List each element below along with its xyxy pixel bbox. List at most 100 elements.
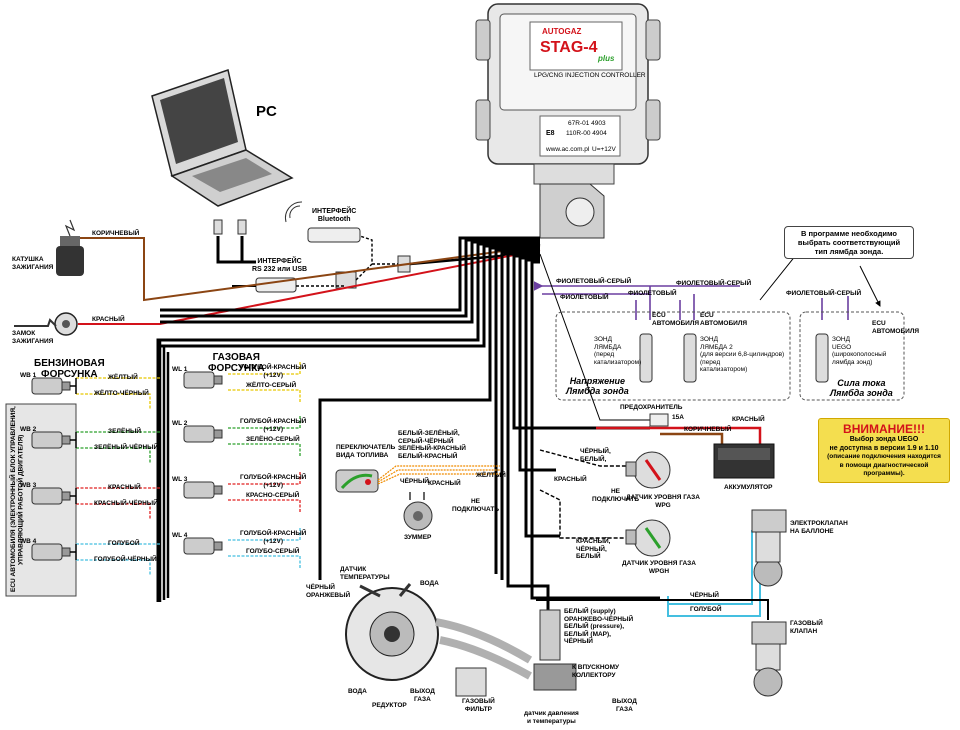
petrol-injector-4-wires (76, 543, 160, 576)
switch-nc-label: НЕ ПОДКЛЮЧАТЬ (452, 498, 499, 513)
lambda-ecu-label-2: ECU АВТОМОБИЛЯ (700, 312, 748, 327)
laptop-icon (151, 69, 294, 207)
controller-website: www.ac.com.pl (546, 146, 590, 153)
warning-line1: Выбор зонда UEGO (849, 436, 919, 443)
buzzer-label: ЗУММЕР (404, 534, 432, 541)
petrol-injector-1-wire2: ЖЁЛТО-ЧЁРНЫЙ (94, 390, 149, 397)
lambda-probe-uego-label: ЗОНД UEGO (широкополосный лямбда зонд) (832, 336, 887, 366)
level-sensor-wpgh-icon (625, 519, 671, 557)
petrol-injector-2-wire2: ЗЕЛЁНЫЙ-ЧЁРНЫЙ (94, 444, 159, 451)
valve-blue-label: ГОЛУБОЙ (690, 606, 722, 613)
petrol-injector-title: БЕНЗИНОВАЯ ФОРСУНКА (34, 358, 105, 380)
gas-injector-3-wire2: КРАСНО-СЕРЫЙ (246, 492, 300, 499)
car-ecu-label: ECU АВТОМОБИЛЯ (ЭЛЕКТРОННЫЙ БЛОК УПРАВЛЕ… (10, 406, 25, 592)
ignition-lock-icon (14, 312, 78, 336)
gas-injector-1-id: WL 1 (172, 366, 188, 373)
level-sensor-2-label: ДАТЧИК УРОВНЯ ГАЗА WPGH (622, 560, 696, 575)
level-nc-label: НЕ ПОДКЛЮЧАТЬ (592, 488, 639, 503)
water-bottom-label: ВОДА (348, 688, 367, 695)
fuse-icon (649, 413, 669, 427)
controller-cert1: 67R-01 4903 (568, 120, 606, 127)
level-wires-2-label: КРАСНЫЙ, ЧЁРНЫЙ, БЕЛЫЙ (576, 538, 611, 560)
petrol-injector-1-icon (31, 377, 71, 395)
petrol-injector-3-wire2: КРАСНЫЙ-ЧЁРНЫЙ (94, 500, 158, 507)
battery-icon (713, 443, 775, 479)
petrol-injector-1-id: WB 1 (20, 372, 37, 379)
gas-injector-3-icon (183, 481, 223, 499)
lambda-probe-2-label: ЗОНД ЛЯМБДА 2 (для версии 6,8-цилиндров)… (700, 336, 785, 373)
lambda-vg-label-2: ФИОЛЕТОВЫЙ-СЕРЫЙ (676, 280, 752, 287)
water-top-label: ВОДА (420, 580, 439, 587)
gas-valve-label: ГАЗОВЫЙ КЛАПАН (790, 620, 823, 635)
lambda-probe-2-icon (683, 333, 697, 383)
lambda-v-label-2: ФИОЛЕТОВЫЙ (628, 290, 677, 297)
gas-out-label-2: ВЫХОД ГАЗА (612, 698, 637, 713)
ignition-coil-icon (56, 219, 84, 276)
petrol-injector-4-id: WB 4 (20, 538, 37, 545)
warning-line3: (описание подключения находится в помощи… (827, 453, 941, 477)
lambda-type-note: В программе необходимо выбрать соответст… (784, 226, 914, 259)
temp-wires-label: ЧЁРНЫЙ ОРАНЖЕВЫЙ (306, 584, 351, 599)
gas-injector-3-wire1: ГОЛУБОЙ-КРАСНЫЙ (+12V) (240, 474, 307, 489)
gas-injector-1-wires (228, 362, 301, 402)
controller-model: STAG-4 (540, 39, 598, 56)
gas-injector-4-wire1: ГОЛУБОЙ-КРАСНЫЙ (+12V) (240, 530, 307, 545)
petrol-injector-1-wire1: ЖЁЛТЫЙ (108, 374, 138, 381)
petrol-injector-1-wires (76, 377, 160, 410)
lambda-v-label-1: ФИОЛЕТОВЫЙ (560, 294, 609, 301)
petrol-injector-3-link (70, 488, 77, 504)
petrol-injector-1-link (70, 378, 77, 394)
switch-black-label: ЧЁРНЫЙ (400, 478, 429, 485)
petrol-injector-4-wire2: ГОЛУБОЙ-ЧЁРНЫЙ (94, 556, 157, 563)
manifold-label: К ВПУСКНОМУ КОЛЛЕКТОРУ (572, 664, 620, 679)
switch-label: ПЕРЕКЛЮЧАТЕЛЬ ВИДА ТОПЛИВА (336, 444, 396, 459)
map-sensor-label: датчик давления и температуры (524, 710, 579, 725)
gas-injector-2-wires (228, 416, 301, 456)
lambda-voltage-title: Напряжение Лямбда зонда (566, 376, 629, 396)
gas-out-label-1: ВЫХОД ГАЗА (410, 688, 435, 703)
petrol-injector-3-wire1: КРАСНЫЙ (108, 484, 141, 491)
lock-wire-label: КРАСНЫЙ (92, 316, 125, 323)
reducer-icon (345, 587, 439, 681)
controller-cert2: 110R-00 4904 (566, 130, 607, 137)
tank-solenoid-valve-icon (751, 509, 787, 587)
warning-title: ВНИМАНИЕ!!! (843, 422, 925, 436)
gas-filter-label: ГАЗОВЫЙ ФИЛЬТР (462, 698, 495, 713)
power-brown-label: КОРИЧНЕВЫЙ (684, 426, 732, 433)
rs232-interface-icon (213, 219, 411, 293)
gas-injector-1-wire1: ГОЛУБОЙ-КРАСНЫЙ (+12V) (240, 364, 307, 379)
gas-injector-2-wire2: ЗЕЛЁНО-СЕРЫЙ (246, 436, 300, 443)
battery-label: АККУМУЛЯТОР (724, 484, 773, 491)
petrol-injector-2-link (70, 432, 77, 448)
warning-line2: не доступна в версии 1.9 и 1.10 (829, 444, 939, 452)
map-wires-label: БЕЛЫЙ (supply) ОРАНЖЕВО-ЧЁРНЫЙ БЕЛЫЙ (pr… (564, 608, 634, 645)
petrol-injector-4-icon (31, 543, 71, 561)
controller-voltage: U=+12V (592, 146, 616, 153)
uego-warning: ВНИМАНИЕ!!! Выбор зонда UEGO не доступна… (818, 418, 950, 483)
gas-injector-1-wire2: ЖЁЛТО-СЕРЫЙ (246, 382, 297, 389)
switch-red-label: КРАСНЫЙ (428, 480, 461, 487)
petrol-injector-3-id: WB 3 (20, 482, 37, 489)
lambda-current-box (799, 311, 905, 401)
lambda-voltage-box (555, 311, 791, 401)
controller-model-suffix: plus (598, 54, 615, 63)
lambda-vg-label-3: ФИОЛЕТОВЫЙ-СЕРЫЙ (786, 290, 862, 297)
petrol-injector-2-wires (76, 431, 160, 464)
lambda-current-title: Сила тока Лямбда зонда (830, 378, 893, 398)
lambda-probe-1-icon (639, 333, 653, 383)
gas-injector-4-icon (183, 537, 223, 555)
coil-wire-label: КОРИЧНЕВЫЙ (92, 230, 140, 237)
lock-label: ЗАМОК ЗАЖИГАНИЯ (12, 330, 54, 345)
power-red-label: КРАСНЫЙ (732, 416, 765, 423)
gas-injector-2-wire1: ГОЛУБОЙ-КРАСНЫЙ (+12V) (240, 418, 307, 433)
controller-subtitle: LPG/CNG INJECTION CONTROLLER (534, 72, 646, 79)
gas-injector-4-id: WL 4 (172, 532, 188, 539)
fuel-switch-icon (335, 469, 379, 493)
coil-label: КАТУШКА ЗАЖИГАНИЯ (12, 256, 54, 271)
gas-injector-title: ГАЗОВАЯ ФОРСУНКА (208, 352, 265, 374)
reducer-label: РЕДУКТОР (372, 702, 407, 709)
controller-brand: AUTOGAZ (542, 27, 582, 36)
valve-black-label: ЧЁРНЫЙ (690, 592, 719, 599)
lambda-ecu-label-3: ECU АВТОМОБИЛЯ (872, 320, 920, 335)
